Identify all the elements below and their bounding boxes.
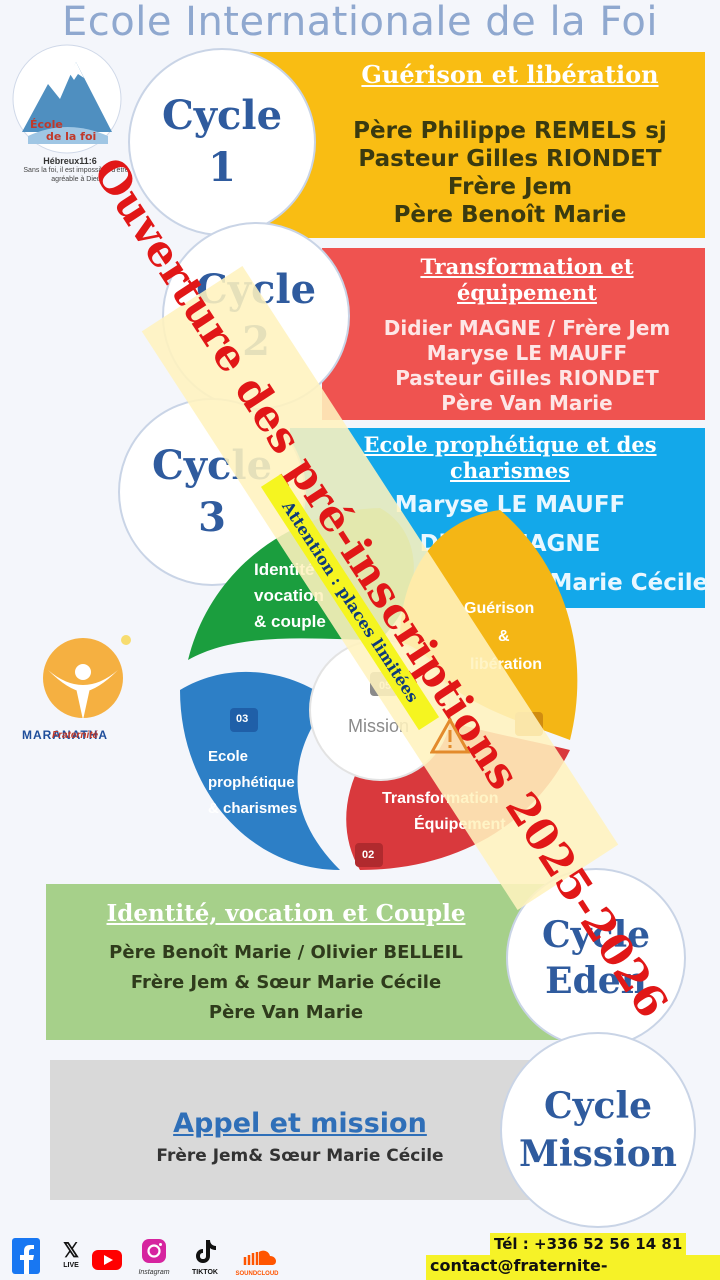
eden-circle-name: Eden	[545, 960, 647, 1002]
cycle-3-title-line-2: charismes	[450, 458, 570, 483]
tiktok-link[interactable]: TIKTOK	[188, 1238, 222, 1276]
cycle-1-line-3: Frère Jem	[447, 174, 573, 200]
cycle-1-circle: Cycle 1	[128, 48, 316, 236]
cycle-2-line-2: Maryse LE MAUFF	[426, 341, 628, 365]
x-live-label: LIVE	[63, 1262, 79, 1269]
maranatha-word: MARANATHA	[22, 728, 109, 742]
eden-line-2: Frère Jem & Sœur Marie Cécile	[130, 972, 442, 993]
eden-title: Identité, vocation et Couple	[106, 900, 466, 927]
cycle-1-circle-label: Cycle	[161, 92, 283, 139]
wheel-label-guerison-1: Guérison	[464, 600, 535, 617]
instagram-label: Instagram	[138, 1269, 170, 1276]
cycle-2-line-3: Pasteur Gilles RIONDET	[395, 366, 659, 390]
wheel-center-label: Mission	[348, 716, 410, 736]
mission-circle-name: Mission	[519, 1133, 677, 1175]
logo-text-foi: de la foi	[46, 130, 97, 143]
mountain-logo-icon	[12, 44, 122, 154]
instagram-icon	[142, 1239, 166, 1263]
youtube-link[interactable]	[92, 1250, 122, 1270]
wheel-label-ecole-1: Ecole	[208, 748, 249, 765]
wheel-label-identite-2: vocation	[254, 586, 324, 605]
wheel-number-02-badge	[355, 843, 383, 867]
cycle-2-line-4: Père Van Marie	[441, 391, 613, 415]
x-icon: 𝕏	[62, 1240, 80, 1262]
mission-circle-label: Cycle	[543, 1085, 653, 1127]
wheel-label-ecole-3: & charismes	[208, 800, 298, 817]
wheel-number-03-badge	[230, 708, 258, 732]
soundcloud-label: SOUNDCLOUD	[235, 1271, 279, 1277]
soundcloud-link[interactable]: SOUNDCLOUD	[234, 1248, 280, 1278]
verse-reference: Hébreux11:6	[43, 156, 97, 166]
dove-logo-icon	[43, 635, 131, 720]
cycle-1-circle-number: 1	[208, 144, 236, 191]
school-logo: École de la foi	[8, 44, 126, 154]
eden-panel: Identité, vocation et Couple Père Benoît…	[46, 884, 566, 1040]
mission-line-1: Frère Jem& Sœur Marie Cécile	[156, 1146, 444, 1166]
cycle-2-title-line-2: équipement	[457, 280, 597, 305]
cycle-2-panel: Transformation et équipement Didier MAGN…	[322, 248, 705, 420]
mission-title: Appel et mission	[173, 1108, 427, 1139]
maranatha-subtitle: Fraternité	[52, 730, 99, 741]
cycle-3-circle-number: 3	[198, 494, 226, 541]
tiktok-icon	[196, 1240, 216, 1263]
facebook-link[interactable]	[12, 1238, 40, 1274]
cycle-1-line-4: Père Benoît Marie	[393, 202, 627, 228]
instagram-link[interactable]: Instagram	[134, 1238, 174, 1276]
eden-line-3: Père Van Marie	[208, 1002, 364, 1023]
wheel-label-guerison-2: &	[498, 628, 510, 645]
mission-circle: Cycle Mission	[500, 1032, 696, 1228]
cycle-2-title-line-1: Transformation et	[420, 254, 634, 279]
cycle-1-panel: Guérison et libération Père Philippe REM…	[250, 52, 705, 238]
wheel-number-03: 03	[236, 713, 249, 725]
wheel-number-02: 02	[362, 849, 375, 861]
eden-line-1: Père Benoît Marie / Olivier BELLEIL	[109, 942, 463, 963]
youtube-icon	[92, 1250, 122, 1270]
verse-text: Sans la foi, il est impossible d'être ag…	[23, 167, 129, 183]
logo-text-ecole: École	[30, 118, 63, 131]
cycle-1-line-1: Père Philippe REMELS sj	[353, 118, 667, 144]
facebook-icon	[12, 1238, 40, 1274]
x-live-link[interactable]: 𝕏 LIVE	[58, 1240, 84, 1276]
soundcloud-icon	[243, 1250, 276, 1265]
warning-icon	[430, 718, 470, 754]
cycle-1-line-2: Pasteur Gilles RIONDET	[358, 146, 662, 172]
cycle-3-line-1: Maryse LE MAUFF	[394, 492, 626, 518]
contact-email[interactable]: contact@fraternite-maranatha.com	[426, 1255, 720, 1280]
wheel-segment-prophetique	[180, 671, 340, 870]
wheel-label-ecole-2: prophétique	[208, 774, 295, 791]
cycle-1-title: Guérison et libération	[361, 60, 659, 89]
eden-circle-label: Cycle	[541, 914, 651, 956]
wheel-label-identite-3: & couple	[254, 612, 326, 631]
contact-phone[interactable]: Tél : +336 52 56 14 81	[490, 1233, 687, 1255]
wheel-segment-guerison	[400, 510, 578, 740]
cycle-3-title-line-1: Ecole prophétique et des	[363, 432, 657, 457]
page-title: Ecole Internationale de la Foi	[61, 0, 658, 45]
tiktok-label: TIKTOK	[192, 1269, 218, 1276]
cycle-2-line-1: Didier MAGNE / Frère Jem	[383, 316, 671, 340]
mission-panel: Appel et mission Frère Jem& Sœur Marie C…	[50, 1060, 560, 1200]
